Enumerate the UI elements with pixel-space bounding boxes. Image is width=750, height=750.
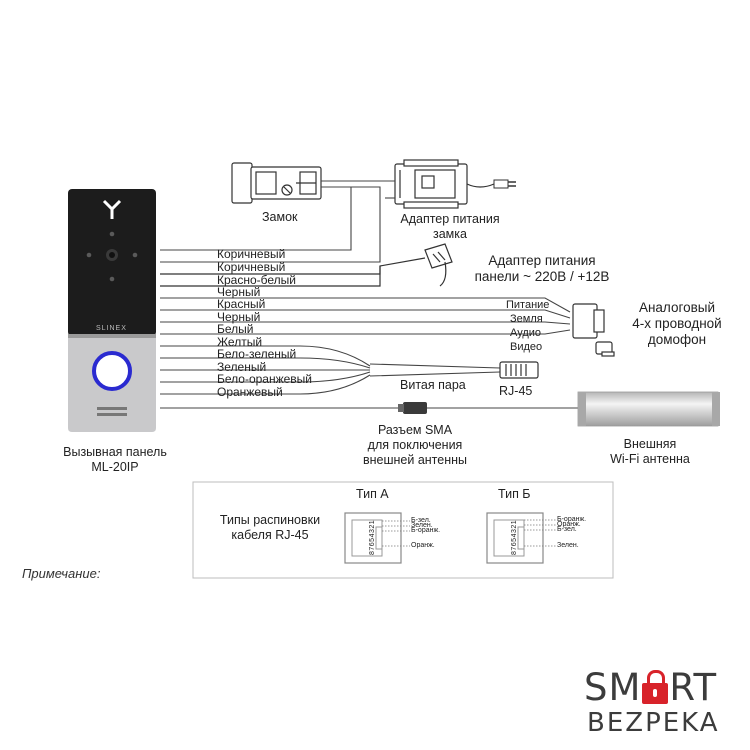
- wire-label: Черный: [217, 310, 261, 324]
- pin-color-label: Б-оранж.: [557, 516, 587, 523]
- intercom-connector: [572, 303, 615, 357]
- type-a-pin-numbers: 87654321: [369, 519, 376, 555]
- rj45-socket-type-a: [344, 512, 410, 564]
- call-panel: [68, 189, 156, 432]
- rj45-socket-type-b: [486, 512, 556, 564]
- mains-plug: [466, 179, 516, 189]
- padlock-icon: [642, 668, 669, 704]
- pin-color-label: Б-зел.: [411, 517, 431, 524]
- logo-bottom: BEZPEKA: [587, 708, 720, 738]
- pin-color-label: Зелен.: [411, 522, 433, 529]
- sma-label: Разъем SMA для поключения внешней антенн…: [362, 423, 468, 467]
- signal-label: Питание: [506, 299, 550, 311]
- antenna-cable: [160, 402, 578, 414]
- wire-label: Оранжевый: [217, 385, 283, 399]
- lock-wires: [160, 180, 395, 263]
- signal-label: Аудио: [510, 327, 542, 339]
- analog-intercom-label: Аналоговый 4-х проводной домофон: [632, 300, 722, 347]
- pin-color-label: Оранж.: [411, 542, 435, 549]
- pin-color-label: Б-оранж.: [411, 527, 441, 534]
- wire-label: Бело-оранжевый: [217, 372, 313, 386]
- twisted-pair-label: Витая пара: [400, 378, 466, 392]
- wire-label: Бело-зеленый: [217, 347, 297, 361]
- rj45-plug: [499, 361, 539, 379]
- signal-label: Земля: [510, 313, 543, 325]
- panel-caption: Вызывная панель ML-20IP: [63, 445, 167, 474]
- type-a-label: Тип А: [356, 487, 389, 501]
- panel-power-adapter: [160, 243, 453, 287]
- rj45-label: RJ-45: [499, 384, 533, 398]
- y-logo-icon: [102, 199, 122, 219]
- wire-label: Коричневый: [217, 260, 286, 274]
- wifi-antenna-label: Внешняя Wi-Fi антенна: [610, 437, 690, 466]
- lock-adapter-label: Адаптер питания замка: [400, 212, 500, 241]
- type-b-label: Тип Б: [498, 487, 531, 501]
- panel-brand: SLINEX: [96, 325, 127, 332]
- wire-label: Коричневый: [217, 247, 286, 261]
- lock-power-adapter: [394, 159, 468, 209]
- panel-adapter-label: Адаптер питания панели ~ 220В / +12В: [474, 253, 610, 284]
- wire-label: Желтый: [217, 335, 263, 349]
- signal-label: Видео: [510, 341, 543, 353]
- wifi-antenna-device: [577, 391, 720, 427]
- wire-label: Белый: [217, 322, 254, 336]
- wire-label: Красный: [217, 297, 266, 311]
- note-label: Примечание:: [22, 566, 101, 581]
- pinout-title: Типы распиновки кабеля RJ-45: [219, 513, 321, 542]
- wire-label: Красно-белый: [217, 273, 296, 287]
- pin-color-label: Оранж.: [557, 521, 581, 528]
- wire-label: Черный: [217, 285, 261, 299]
- pin-color-label: Б-зел.: [557, 526, 577, 533]
- intercom-wires: [160, 297, 571, 335]
- lock-device: [231, 162, 322, 204]
- wire-label: Зеленый: [217, 360, 267, 374]
- lock-label: Замок: [262, 210, 298, 224]
- call-button: [92, 351, 132, 391]
- twisted-pair-wires: [160, 345, 501, 395]
- type-b-pin-numbers: 87654321: [511, 519, 518, 555]
- pin-color-label: Зелен.: [557, 542, 579, 549]
